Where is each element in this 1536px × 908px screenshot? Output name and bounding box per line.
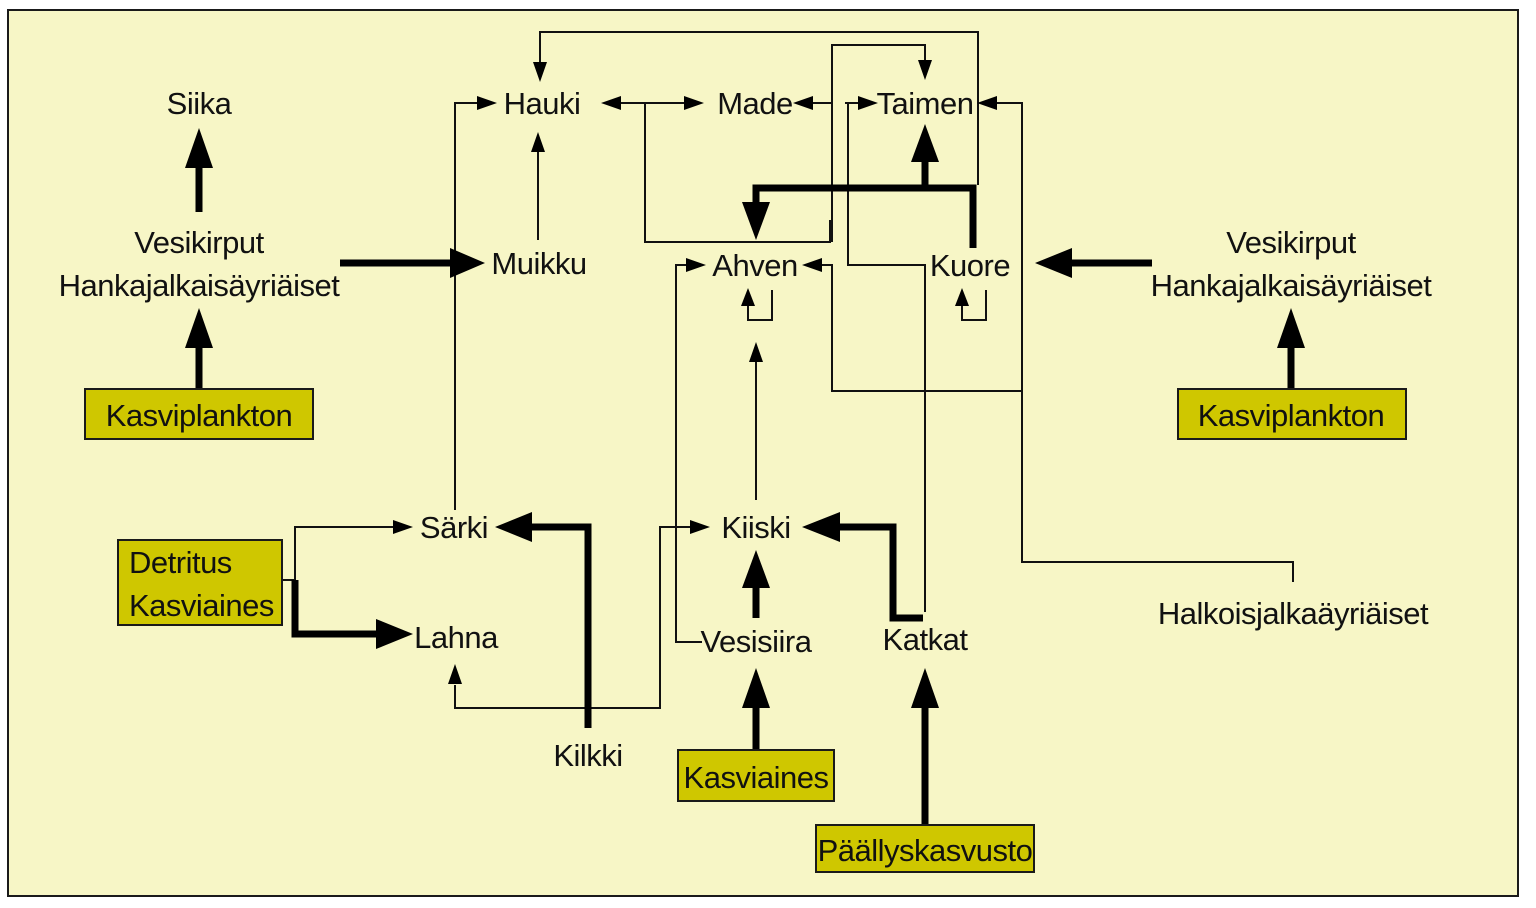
label-made: Made	[717, 86, 793, 121]
detritus-box	[117, 539, 283, 626]
label-vesisiira: Vesisiira	[701, 624, 813, 659]
thick-connectors	[195, 158, 1295, 824]
label-kasviaines: Kasviaines	[684, 760, 829, 795]
label-kasviplankton-left: Kasviplankton	[106, 398, 293, 433]
paallyskasvusto-box	[815, 824, 1035, 873]
diagram-background	[7, 9, 1519, 897]
label-katkat: Katkat	[883, 622, 969, 657]
label-kiiski: Kiiski	[721, 510, 790, 545]
label-vesikirput-left: Vesikirput	[134, 225, 264, 260]
label-hankajalka-right: Hankajalkaisäyriäiset	[1151, 268, 1433, 303]
label-detritus-kasviaines: Kasviaines	[129, 588, 274, 623]
label-siika: Siika	[167, 86, 233, 121]
label-hankajalka-left: Hankajalkaisäyriäiset	[59, 268, 341, 303]
kasviaines-box	[677, 749, 835, 802]
kasviplankton-right-box	[1177, 388, 1407, 440]
label-detritus: Detritus	[129, 545, 232, 580]
label-kasviplankton-right: Kasviplankton	[1198, 398, 1385, 433]
label-vesikirput-right: Vesikirput	[1226, 225, 1356, 260]
label-ahven: Ahven	[712, 248, 797, 283]
label-muikku: Muikku	[491, 246, 586, 281]
node-labels: Siika Vesikirput Hankajalkaisäyriäiset K…	[59, 86, 1433, 868]
thick-arrowheads	[185, 124, 1305, 708]
kasviplankton-left-box	[84, 388, 314, 440]
label-taimen: Taimen	[877, 86, 974, 121]
label-paallyskasvusto: Päällyskasvusto	[818, 833, 1033, 868]
thin-arrowheads	[393, 60, 997, 684]
thin-connectors	[283, 31, 1294, 709]
label-sarki: Särki	[420, 510, 488, 545]
label-halkoisjalka: Halkoisjalkaäyriäiset	[1158, 596, 1429, 631]
label-hauki: Hauki	[504, 86, 581, 121]
label-lahna: Lahna	[414, 620, 499, 655]
label-kuore: Kuore	[930, 248, 1010, 283]
label-kilkki: Kilkki	[553, 738, 622, 773]
